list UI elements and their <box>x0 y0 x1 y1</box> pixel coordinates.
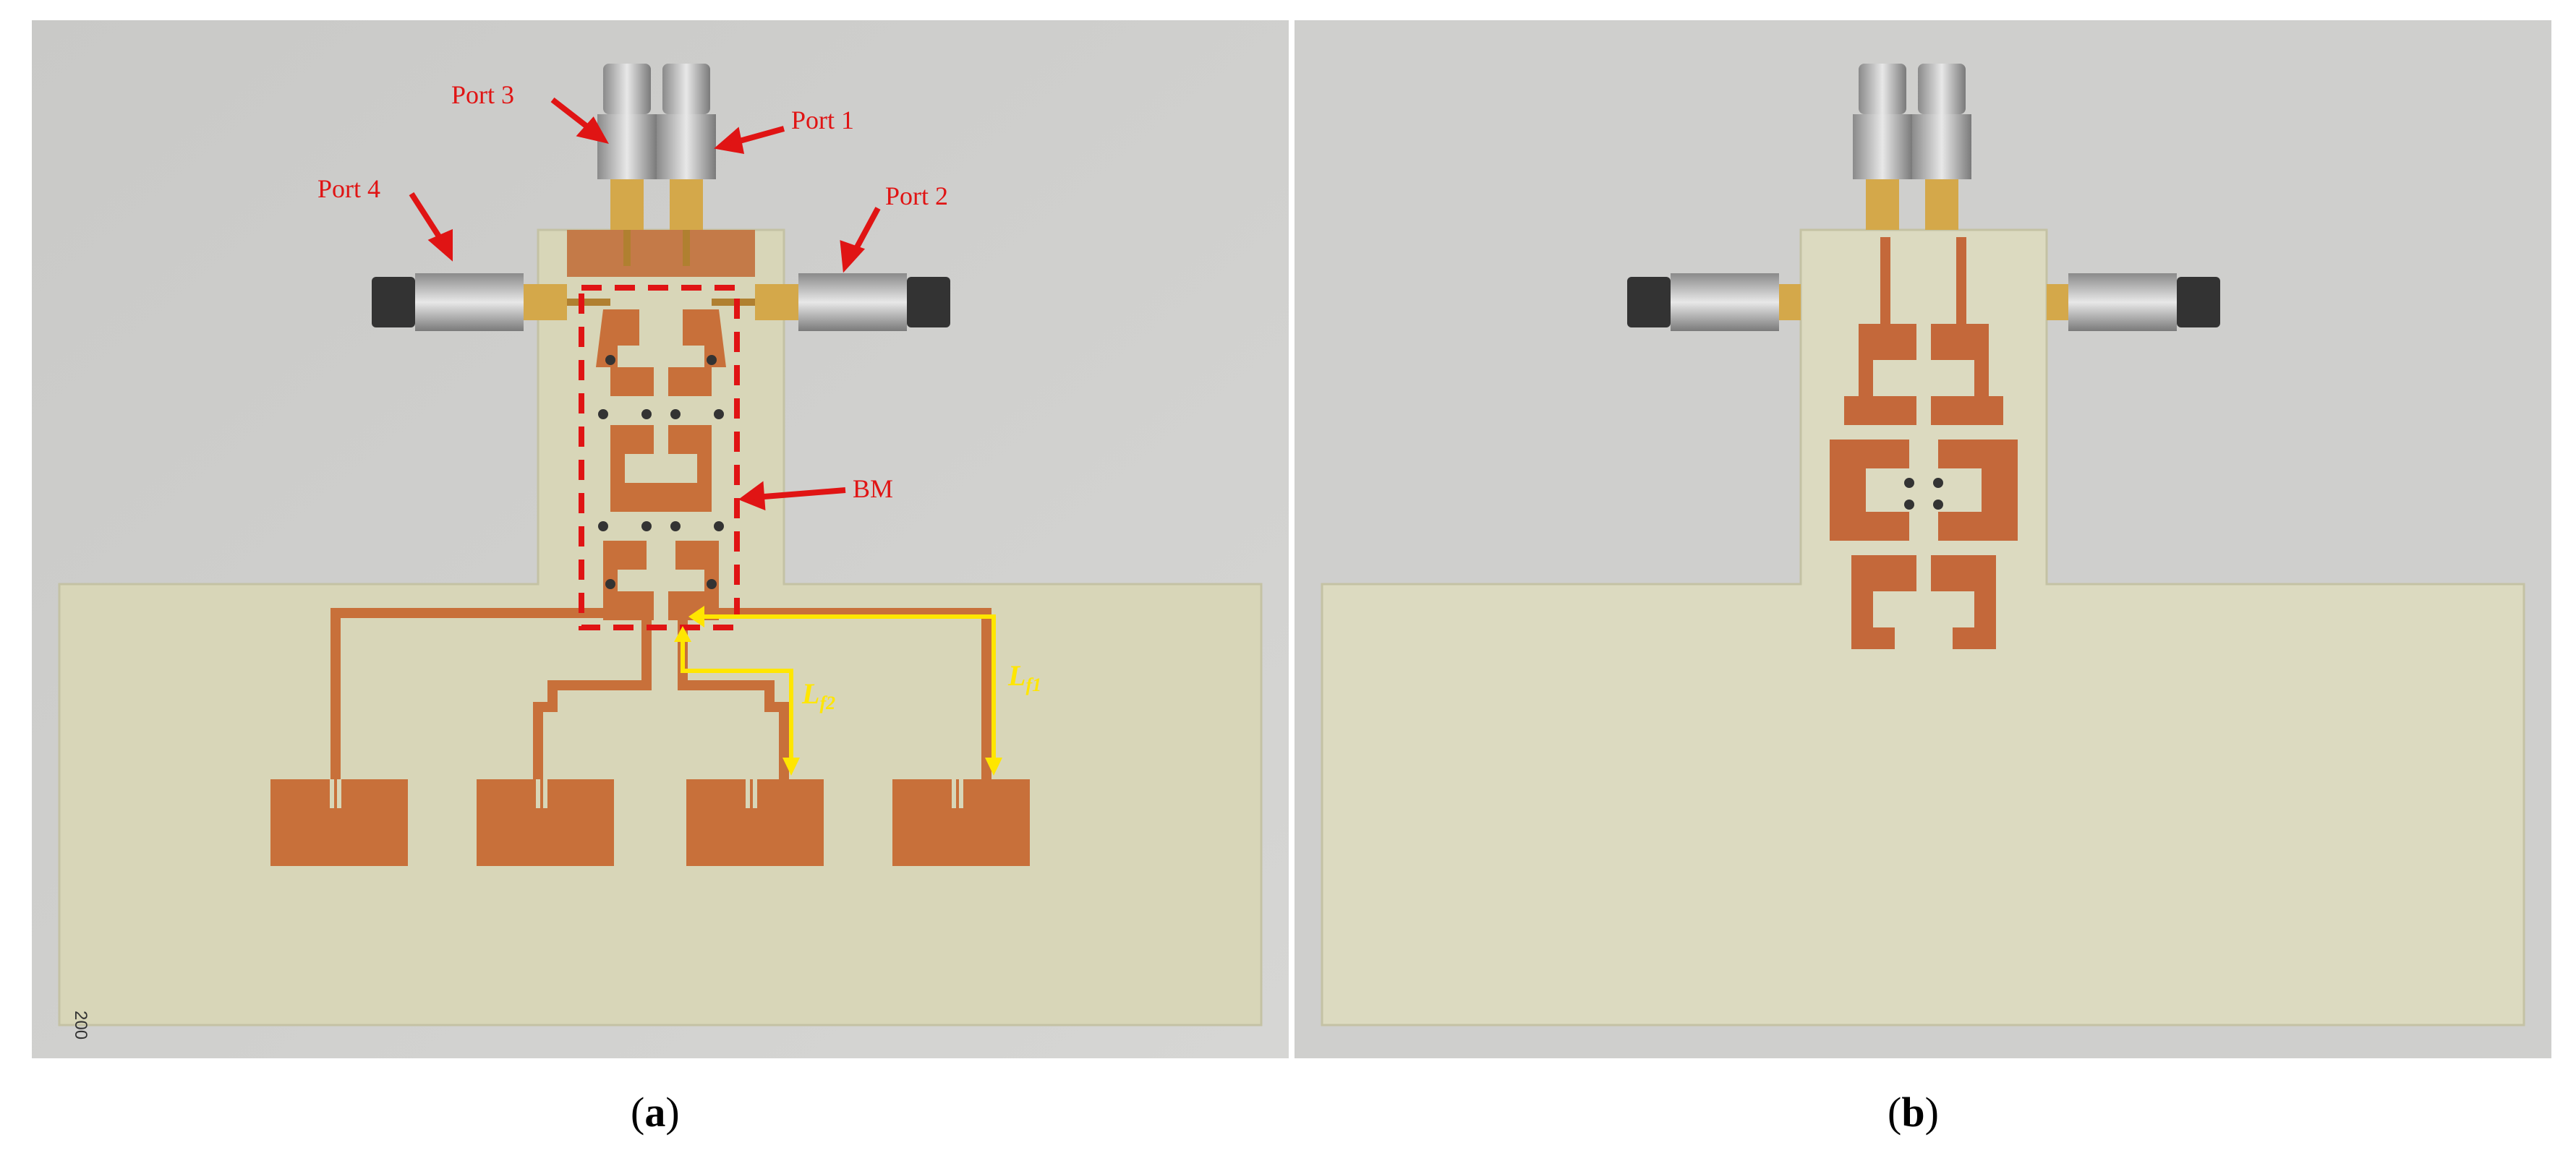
patch-inset-feeds <box>330 779 963 808</box>
sma-connector-port1 <box>657 64 716 266</box>
sma-connector-port3 <box>597 64 657 266</box>
port2-label: Port 2 <box>885 181 948 210</box>
port3-label: Port 3 <box>451 80 514 109</box>
sma-connector-port4 <box>372 273 610 331</box>
butler-matrix-traces <box>596 309 726 620</box>
lf2-label: Lf2 <box>801 677 835 713</box>
yellow-annotations <box>681 614 996 765</box>
sma-connector-side-left <box>1627 273 1801 331</box>
sma-connector-top-right <box>1912 64 1971 230</box>
port1-label: Port 1 <box>791 106 854 134</box>
caption-b: (b) <box>1888 1089 1939 1136</box>
sma-connector-top-left <box>1853 64 1912 230</box>
panel-a-photo: Port 3 Port 1 Port 4 Port 2 BM Lf1 Lf2 2… <box>32 20 1289 1058</box>
photo-panel-a: Port 3 Port 1 Port 4 Port 2 BM Lf1 Lf2 2… <box>32 20 1289 1058</box>
back-via-holes <box>1904 478 1943 510</box>
panel-b-photo <box>1295 20 2551 1058</box>
bm-highlight-box <box>579 285 740 630</box>
port4-label: Port 4 <box>317 174 380 203</box>
back-copper-pattern <box>1830 237 2018 649</box>
sma-connector-port2 <box>712 273 950 331</box>
caption-a: (a) <box>631 1089 680 1136</box>
via-holes <box>598 355 724 589</box>
bm-label: BM <box>853 474 893 503</box>
sma-connector-side-right <box>2047 273 2220 331</box>
yellow-arrowheads <box>674 606 1002 776</box>
red-annotations <box>409 97 881 511</box>
board-mark: 200 <box>71 1011 90 1040</box>
connector-pad <box>567 230 755 277</box>
pcb-substrate-back <box>1321 228 2525 1026</box>
photo-panel-b <box>1295 20 2551 1058</box>
lf1-label: Lf1 <box>1007 659 1041 695</box>
